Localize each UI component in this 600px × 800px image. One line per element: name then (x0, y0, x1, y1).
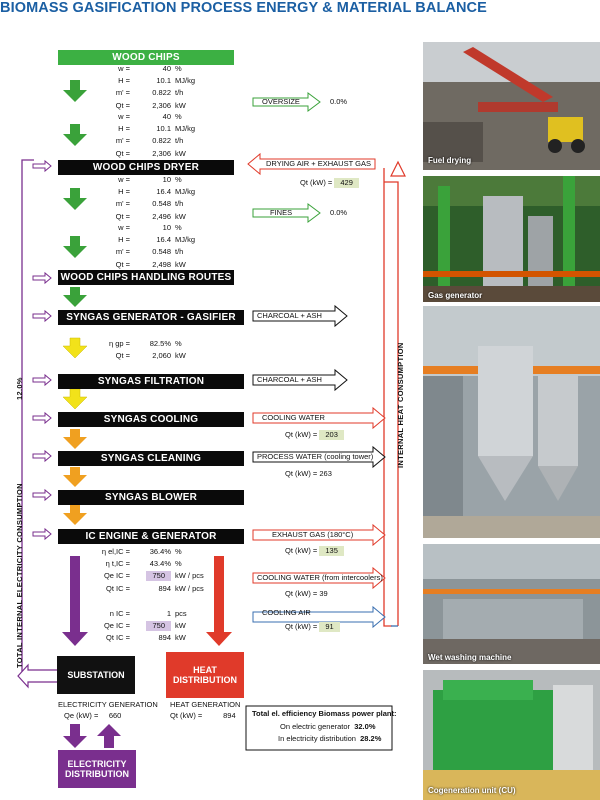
flow-arrow-green-1 (63, 80, 87, 102)
process-water-label: PROCESS WATER (cooling tower) (257, 452, 374, 461)
internal-heat-label: INTERNAL HEAT CONSUMPTION (396, 342, 405, 468)
photo-gas-generator (423, 176, 600, 302)
charcoal-arrow-1 (252, 304, 348, 328)
heat-arrow (206, 556, 232, 646)
stage-wood-chips: WOOD CHIPS (58, 50, 234, 65)
substation-box: SUBSTATION (57, 656, 135, 694)
el-branch-arrows (32, 159, 52, 541)
efficiency-distribution: In electricity distribution 28.2% (278, 734, 382, 743)
cooling-qt: Qt (kW) = 203 (285, 430, 344, 440)
internal-heat-loop (383, 168, 392, 627)
flow-arrow-yellow-1 (62, 337, 88, 359)
stage-cooling: SYNGAS COOLING (58, 412, 244, 427)
caption-wet-washing: Wet washing machine (428, 653, 512, 662)
fines-label: FINES (270, 208, 293, 217)
heat-generation-label: HEAT GENERATION (170, 700, 241, 709)
charcoal-label-1: CHARCOAL + ASH (257, 311, 322, 320)
exhaust-gas-arrow (252, 523, 386, 547)
electricity-loop-arrowhead (17, 663, 59, 689)
cw-intercoolers-label: COOLING WATER (from intercoolers) (257, 573, 383, 582)
cooling-air-label: COOLING AIR (262, 608, 311, 617)
electricity-distribution-box: ELECTRICITY DISTRIBUTION (58, 750, 136, 788)
flow-arrow-green-4 (63, 236, 87, 258)
efficiency-generator: On electric generator 32.0% (280, 722, 376, 731)
charcoal-arrow-2 (252, 368, 348, 392)
efficiency-title: Total el. efficiency Biomass power plant… (252, 709, 397, 718)
stage-dryer: WOOD CHIPS DRYER (58, 160, 234, 175)
stage-filtration: SYNGAS FILTRATION (58, 374, 244, 389)
electricity-arrow (62, 556, 88, 646)
caption-fuel-drying: Fuel drying (428, 156, 472, 165)
electricity-up-arrow (97, 724, 121, 748)
photo-wet-washing (423, 544, 600, 664)
drying-air-arrow (247, 152, 376, 176)
caption-cogeneration: Cogeneration unit (CU) (428, 786, 516, 795)
process-water-arrow (252, 445, 386, 469)
cooling-water-intercooler-arrow (252, 566, 386, 590)
oversize-value: 0.0% (330, 97, 348, 106)
total-electricity-label: TOTAL INTERNAL ELECTRICITY CONSUMPTION (15, 483, 24, 668)
electricity-percent: 12.0% (15, 377, 24, 400)
heat-distribution-box: HEAT DISTRIBUTION (166, 652, 244, 698)
process-qt: Qt (kW) = 263 (285, 469, 332, 478)
cooling-water-arrow (252, 406, 386, 430)
heat-up-arrowhead (390, 160, 406, 177)
params-engine: η el,IC =36.4%% η t,IC =43.4%% Qe IC =75… (101, 547, 204, 593)
drying-air-label: DRYING AIR + EXHAUST GAS (266, 159, 371, 168)
stage-handling: WOOD CHIPS HANDLING ROUTES (58, 270, 234, 285)
flow-arrow-green-3 (63, 188, 87, 210)
flow-arrow-orange-1 (63, 429, 87, 449)
stage-engine: IC ENGINE & GENERATOR (58, 529, 244, 544)
stage-cleaning: SYNGAS CLEANING (58, 451, 244, 466)
electricity-down-arrow (63, 724, 87, 748)
flow-arrow-orange-3 (63, 505, 87, 525)
flow-arrow-green-5 (63, 287, 87, 307)
photo-cogeneration (423, 670, 600, 800)
fines-value: 0.0% (330, 208, 348, 217)
charcoal-label-2: CHARCOAL + ASH (257, 375, 322, 384)
exhaust-qt: Qt (kW) = 135 (285, 546, 344, 556)
oversize-arrow (252, 92, 321, 112)
photo-fuel-drying (423, 42, 600, 170)
cooling-air-arrow (252, 605, 386, 629)
cooling-air-qt: Qt (kW) = 91 (285, 622, 340, 632)
page-title: BIOMASS GASIFICATION PROCESS ENERGY & MA… (0, 0, 487, 16)
drying-qt: Qt (kW) = 429 (300, 178, 359, 188)
stage-gasifier: SYNGAS GENERATOR - GASIFIER (58, 310, 244, 325)
heat-generation-value: Qt (kW) = 894 (170, 711, 236, 720)
caption-gas-generator: Gas generator (428, 291, 483, 300)
electricity-generation-value: Qe (kW) = 660 (64, 711, 122, 720)
exhaust-gas-label: EXHAUST GAS (180°C) (272, 530, 354, 539)
flow-arrow-orange-2 (63, 467, 87, 487)
photo-filtration-hall (423, 306, 600, 538)
efficiency-box-outline (245, 705, 393, 751)
stage-blower: SYNGAS BLOWER (58, 490, 244, 505)
flow-arrow-green-2 (63, 124, 87, 146)
flow-arrow-yellow-2 (62, 388, 88, 410)
cw-intercoolers-qt: Qt (kW) = 39 (285, 589, 328, 598)
fines-arrow (252, 203, 321, 223)
oversize-label: OVERSIZE (262, 97, 300, 106)
cooling-water-label: COOLING WATER (262, 413, 325, 422)
electricity-generation-label: ELECTRICITY GENERATION (58, 700, 158, 709)
